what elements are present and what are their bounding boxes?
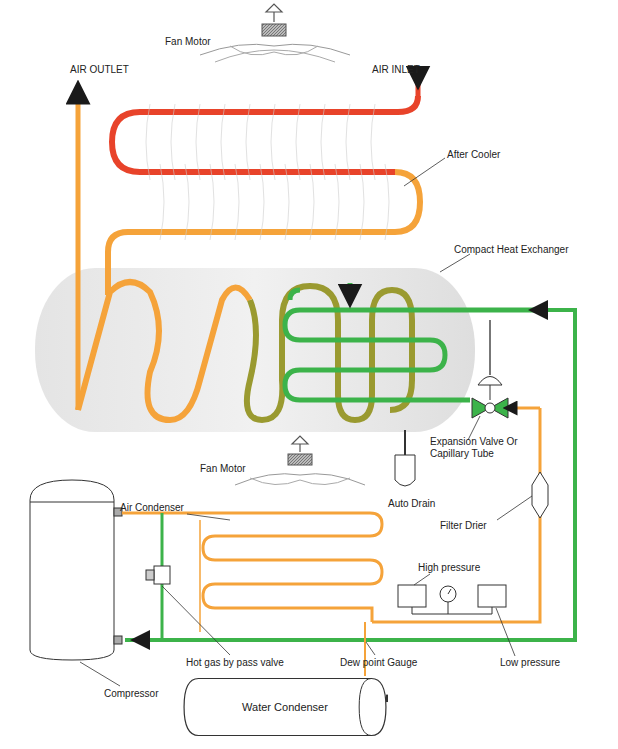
part-label: Hot gas by pass valve <box>186 657 284 669</box>
part-label: Low pressure <box>500 657 560 669</box>
filter-drier <box>532 472 548 518</box>
high-pressure-switch <box>398 585 426 607</box>
liquid-line <box>372 408 540 622</box>
part-label: Filter Drier <box>440 520 487 532</box>
port-label: AIR INLET <box>372 64 420 76</box>
expansion-valve <box>472 320 508 418</box>
part-label: Compressor <box>104 688 158 700</box>
part-label: Auto Drain <box>388 498 435 510</box>
compressor <box>30 480 122 660</box>
leader-line <box>80 158 532 686</box>
low-pressure-switch <box>478 585 506 607</box>
water-condenser: Water Condenser <box>182 676 388 738</box>
part-label: After Cooler <box>447 149 500 161</box>
port-label: AIR OUTLET <box>70 64 129 76</box>
air-outlet-pipe <box>76 92 81 410</box>
part-label: Fan Motor <box>200 463 246 475</box>
hot-gas-bypass-valve <box>146 566 170 584</box>
suction-line <box>125 310 575 640</box>
after-cooler-coil <box>108 172 420 290</box>
part-label: Air Condenser <box>120 502 184 514</box>
liquid-line <box>510 407 540 410</box>
part-label: Water Condenser <box>242 701 328 713</box>
air-passage <box>78 282 250 420</box>
fan-motor <box>235 436 365 485</box>
cooler-fins <box>146 104 389 240</box>
part-label: Expansion Valve Or Capillary Tube <box>430 436 530 459</box>
fan-motor <box>200 4 350 62</box>
heat-exchanger-shell <box>35 268 475 432</box>
auto-drain <box>395 430 415 486</box>
air-inlet-pipe <box>416 78 421 96</box>
evaporator-coil <box>285 283 540 400</box>
part-label: Fan Motor <box>165 36 211 48</box>
part-label: Dew point Gauge <box>340 657 417 669</box>
dew-point-gauge <box>440 586 456 602</box>
part-label: Compact Heat Exchanger <box>454 244 569 256</box>
part-label: High pressure <box>418 562 480 574</box>
